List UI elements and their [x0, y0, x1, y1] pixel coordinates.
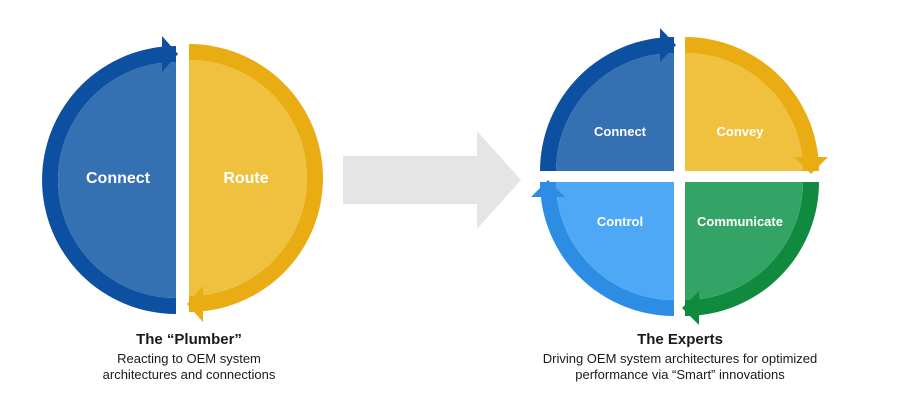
- right-segment-control: Control: [531, 180, 674, 316]
- left-segment-route: Route: [187, 44, 323, 322]
- right-control-fill: [556, 182, 674, 300]
- experts-caption-line-2: performance via “Smart” innovations: [575, 367, 785, 382]
- left-connect-label: Connect: [86, 170, 151, 187]
- plumber-caption-title: The “Plumber”: [136, 331, 242, 348]
- right-convey-fill: [685, 53, 803, 171]
- left-route-arrow-band: [189, 44, 323, 312]
- right-convey-arrowhead-icon: [794, 157, 828, 174]
- plumber-caption-line-1: Reacting to OEM system: [117, 351, 261, 366]
- right-segment-connect: Connect: [540, 28, 676, 171]
- experts-caption: The Experts Driving OEM system architect…: [505, 331, 855, 383]
- right-connect-fill: [556, 53, 674, 171]
- left-connect-arrowhead-icon: [162, 36, 178, 72]
- left-connect-fill: [58, 62, 176, 298]
- plumber-caption-line-2: architectures and connections: [102, 367, 276, 382]
- left-route-fill: [189, 60, 307, 296]
- right-control-arrowhead-icon: [531, 180, 565, 197]
- right-convey-label: Convey: [717, 124, 765, 139]
- experts-caption-line-1: Driving OEM system architectures for opt…: [542, 351, 818, 366]
- experts-diagram: Connect Convey Communicate Control: [531, 28, 828, 325]
- left-segment-connect: Connect: [42, 36, 178, 314]
- right-connect-arrowhead-icon: [660, 28, 676, 62]
- transition-arrow-icon: [343, 131, 521, 229]
- plumber-caption: The “Plumber” Reacting to OEM system arc…: [60, 331, 318, 383]
- right-communicate-fill: [685, 182, 803, 300]
- left-route-arrowhead-icon: [187, 286, 203, 322]
- right-connect-label: Connect: [594, 124, 647, 139]
- right-communicate-arrowhead-icon: [682, 291, 699, 325]
- right-communicate-label: Communicate: [697, 214, 783, 229]
- right-control-label: Control: [597, 214, 643, 229]
- right-segment-convey: Convey: [685, 37, 828, 174]
- experts-caption-title: The Experts: [637, 331, 723, 348]
- left-route-label: Route: [223, 170, 268, 187]
- right-segment-communicate: Communicate: [682, 182, 819, 325]
- left-connect-arrow-band: [42, 46, 176, 314]
- plumber-diagram: Connect Route: [42, 36, 323, 322]
